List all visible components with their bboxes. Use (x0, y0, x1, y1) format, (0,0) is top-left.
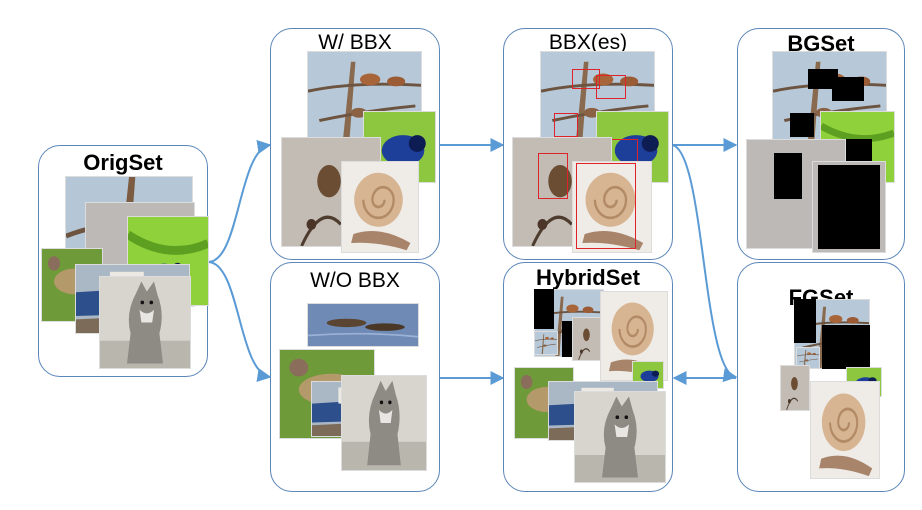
panel-title: HybridSet (536, 265, 640, 290)
arrow-bbxes-to-fgset (671, 144, 738, 383)
snail-photo (572, 317, 602, 361)
bounding-box (572, 69, 600, 89)
bounding-box (538, 153, 568, 199)
masked-region (818, 165, 880, 249)
panel-title: W/O BBX (310, 269, 400, 292)
shell-photo (572, 161, 652, 253)
arrow-orig-to-wbbx (207, 140, 272, 263)
panel-title: W/ BBX (318, 31, 392, 54)
small-bird-photo (534, 331, 558, 355)
panel-bgset: BGSet (737, 28, 905, 260)
masked-region (822, 325, 870, 369)
snail-photo (780, 365, 810, 411)
masked-region (534, 289, 554, 329)
masked-region (794, 299, 816, 343)
otter-photo (307, 303, 419, 347)
panel-with-bbx: W/ BBX (270, 28, 440, 260)
panel-without-bbx: W/O BBX (270, 262, 440, 492)
shell-photo (812, 161, 886, 253)
panel-title: BBX(es) (548, 31, 628, 54)
arrow-orig-to-wobbx (207, 261, 272, 382)
dog-photo (574, 391, 666, 483)
dog-photo (341, 375, 427, 471)
panel-title: OrigSet (83, 150, 163, 175)
shell-photo (341, 161, 419, 253)
panel-hybridset: HybridSet (503, 262, 673, 492)
shell-photo (810, 381, 880, 479)
panel-origset: OrigSet (38, 145, 209, 377)
bounding-box (596, 75, 626, 99)
bounding-box (576, 163, 636, 249)
masked-region (832, 77, 864, 101)
masked-region (774, 153, 802, 199)
masked-region (790, 113, 814, 137)
dog-photo (99, 276, 191, 369)
masked-region (808, 69, 838, 89)
bounding-box (554, 113, 578, 137)
panel-bbxes: BBX(es) (503, 28, 673, 260)
panel-fgset: FGSet (737, 262, 905, 492)
